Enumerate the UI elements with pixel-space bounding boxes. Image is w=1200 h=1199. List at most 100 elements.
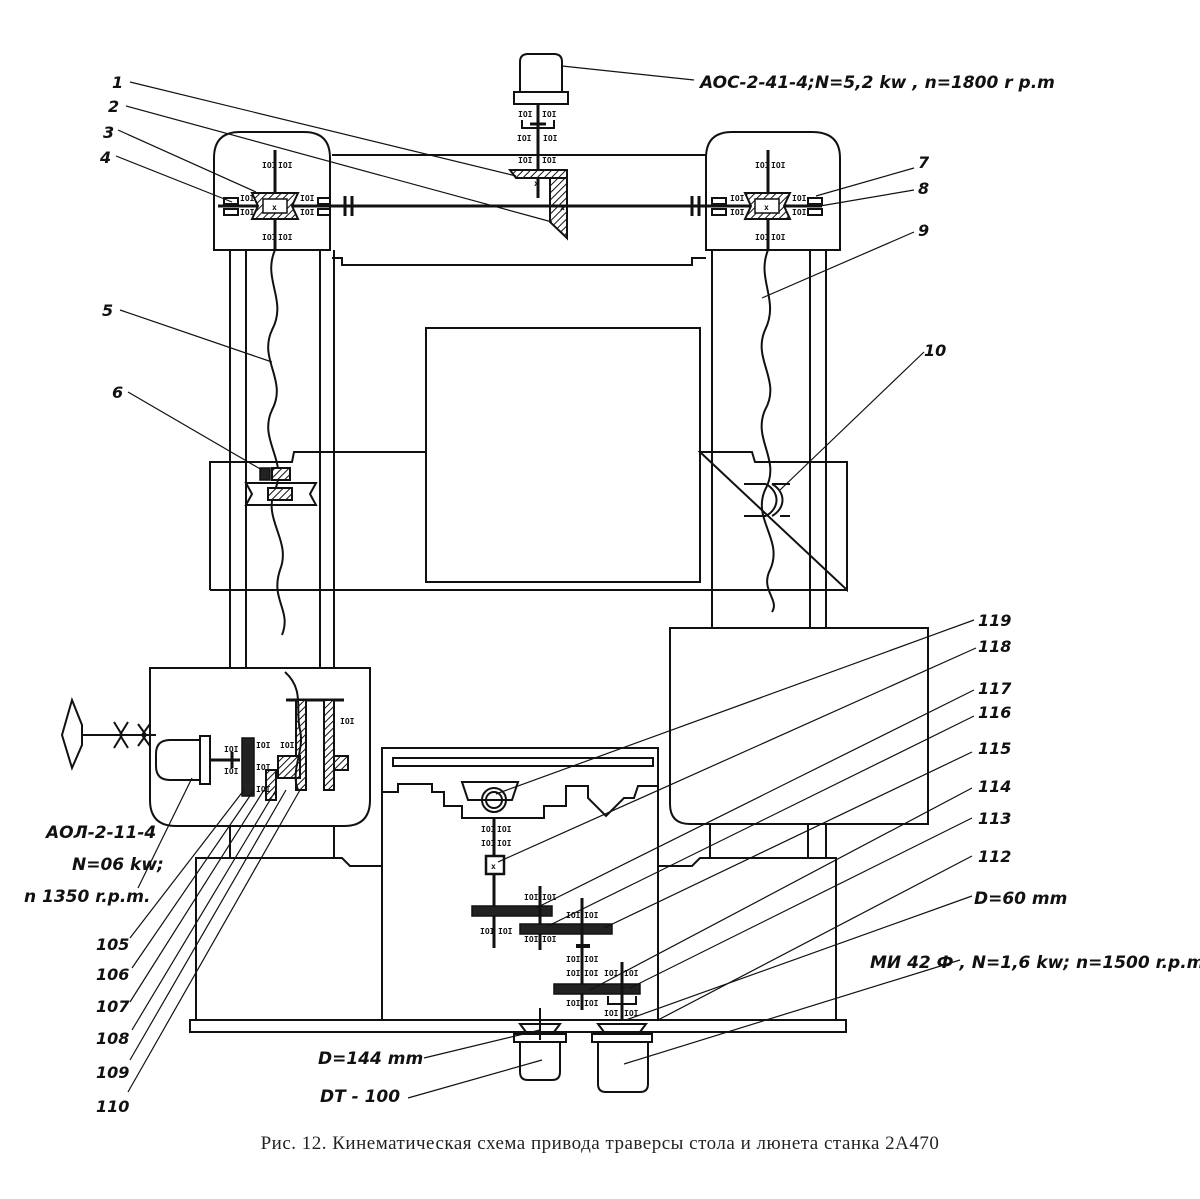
- svg-text:IOI: IOI: [755, 161, 770, 170]
- lunette-motor: [591, 1023, 653, 1093]
- callout-110: 110: [96, 1097, 129, 1116]
- right-lead-screw: [760, 249, 775, 613]
- callout-labels: 1 2 3 4 5 6 7 8 9 10 105 106 107 108 109…: [96, 73, 1012, 1116]
- svg-text:IOI: IOI: [256, 763, 271, 772]
- svg-text:IOI: IOI: [566, 999, 581, 1008]
- pulley-d144: D=144 mm: [318, 1049, 423, 1069]
- svg-text:IOI: IOI: [240, 194, 255, 203]
- svg-text:IOI: IOI: [771, 233, 786, 242]
- top-beam: [332, 154, 706, 266]
- svg-text:IOI: IOI: [730, 194, 745, 203]
- callout-114: 114: [978, 777, 1011, 796]
- svg-text:IOI: IOI: [792, 194, 807, 203]
- svg-text:IOI: IOI: [256, 785, 271, 794]
- svg-text:IOI: IOI: [771, 161, 786, 170]
- svg-text:IOI: IOI: [566, 955, 581, 964]
- lunette-housing: [381, 747, 659, 1020]
- svg-text:IOI: IOI: [256, 741, 271, 750]
- svg-text:IOI: IOI: [543, 134, 558, 143]
- base-plate: [189, 1019, 847, 1033]
- svg-text:IOI: IOI: [518, 156, 533, 165]
- callout-117: 117: [978, 679, 1012, 698]
- svg-text:IOI: IOI: [542, 893, 557, 902]
- svg-text:IOI: IOI: [300, 208, 315, 217]
- callout-115: 115: [978, 739, 1011, 758]
- svg-text:x: x: [534, 179, 539, 188]
- svg-text:IOI: IOI: [584, 999, 599, 1008]
- lunette-gear-train: x: [471, 818, 641, 1020]
- left-lead-screw: [267, 249, 286, 636]
- svg-text:IOI: IOI: [566, 969, 581, 978]
- callout-7: 7: [918, 153, 930, 172]
- left-lower-gearbox: [149, 667, 371, 827]
- svg-text:IOI: IOI: [517, 134, 532, 143]
- cross-rail: [209, 451, 848, 593]
- svg-text:x: x: [272, 203, 277, 212]
- callout-2: 2: [108, 97, 119, 116]
- leader-lines: [115, 65, 977, 1099]
- svg-text:IOI: IOI: [542, 110, 557, 119]
- svg-text:IOI: IOI: [755, 233, 770, 242]
- callout-3: 3: [103, 123, 114, 142]
- callout-10: 10: [924, 341, 946, 360]
- svg-text:IOI: IOI: [300, 194, 315, 203]
- callout-116: 116: [978, 703, 1011, 722]
- svg-text:IOI: IOI: [604, 1009, 619, 1018]
- svg-text:IOI: IOI: [262, 161, 277, 170]
- callout-107: 107: [96, 997, 130, 1016]
- lunette-bearings: IOI IOI IOI IOI IOI IOI IOI IOI IOI IOI …: [480, 825, 639, 1018]
- top-motor: [513, 53, 569, 198]
- callout-5: 5: [102, 301, 113, 320]
- svg-text:IOI: IOI: [524, 935, 539, 944]
- svg-text:IOI: IOI: [542, 935, 557, 944]
- callout-1: 1: [112, 73, 123, 92]
- svg-text:IOI: IOI: [584, 911, 599, 920]
- callout-9: 9: [918, 221, 929, 240]
- left-motor-speed: n 1350 r.p.m.: [24, 887, 150, 907]
- callout-105: 105: [96, 935, 129, 954]
- left-lower-motor: [155, 735, 240, 785]
- callout-119: 119: [978, 611, 1011, 630]
- svg-text:IOI: IOI: [278, 233, 293, 242]
- svg-text:IOI: IOI: [584, 969, 599, 978]
- bevel-gear-pair: x x: [508, 169, 568, 241]
- left-motor-model: АОЛ-2-11-4: [44, 823, 156, 843]
- top-motor-bearings: IOI IOI IOI IOI IOI IOI: [517, 110, 558, 165]
- callout-6: 6: [112, 383, 123, 402]
- shaft-couplings: [343, 196, 701, 216]
- svg-text:x: x: [491, 862, 496, 871]
- top-motor-spec: AOC-2-41-4;N=5,2 kw , n=1800 r p.m: [698, 73, 1055, 93]
- figure-caption: Рис. 12. Кинематическая схема привода тр…: [260, 1133, 940, 1154]
- svg-text:IOI: IOI: [497, 825, 512, 834]
- svg-text:IOI: IOI: [278, 161, 293, 170]
- left-screw-nut: [244, 467, 318, 506]
- tacho-generator: [513, 1008, 567, 1081]
- callout-118: 118: [978, 637, 1011, 656]
- left-lower-gearbox-bearings: IOI IOI IOI IOI IOI IOI IOI: [224, 717, 355, 794]
- right-top-gearbox: x: [705, 131, 841, 251]
- svg-text:IOI: IOI: [240, 208, 255, 217]
- spec-annotations: AOC-2-41-4;N=5,2 kw , n=1800 r p.m АОЛ-2…: [24, 73, 1200, 1107]
- callout-113: 113: [978, 809, 1011, 828]
- svg-text:IOI: IOI: [224, 745, 239, 754]
- svg-text:IOI: IOI: [624, 1009, 639, 1018]
- table-block: [425, 327, 701, 583]
- svg-text:IOI: IOI: [542, 156, 557, 165]
- svg-text:IOI: IOI: [224, 767, 239, 776]
- svg-text:IOI: IOI: [624, 969, 639, 978]
- callout-8: 8: [918, 179, 929, 198]
- callout-4: 4: [99, 148, 111, 167]
- svg-text:IOI: IOI: [481, 825, 496, 834]
- left-top-gearbox-bearings: IOI IOI IOI IOI IOI IOI IOI IOI: [240, 161, 315, 242]
- callout-106: 106: [96, 965, 129, 984]
- svg-text:IOI: IOI: [604, 969, 619, 978]
- svg-text:IOI: IOI: [730, 208, 745, 217]
- svg-text:IOI: IOI: [262, 233, 277, 242]
- svg-text:IOI: IOI: [498, 927, 513, 936]
- svg-text:IOI: IOI: [280, 741, 295, 750]
- svg-text:IOI: IOI: [340, 717, 355, 726]
- left-motor-power: N=06 kw;: [72, 855, 164, 875]
- right-motor-spec: МИ 42 Ф , N=1,6 kw; n=1500 r.p.m.: [870, 953, 1200, 973]
- callout-109: 109: [96, 1063, 129, 1082]
